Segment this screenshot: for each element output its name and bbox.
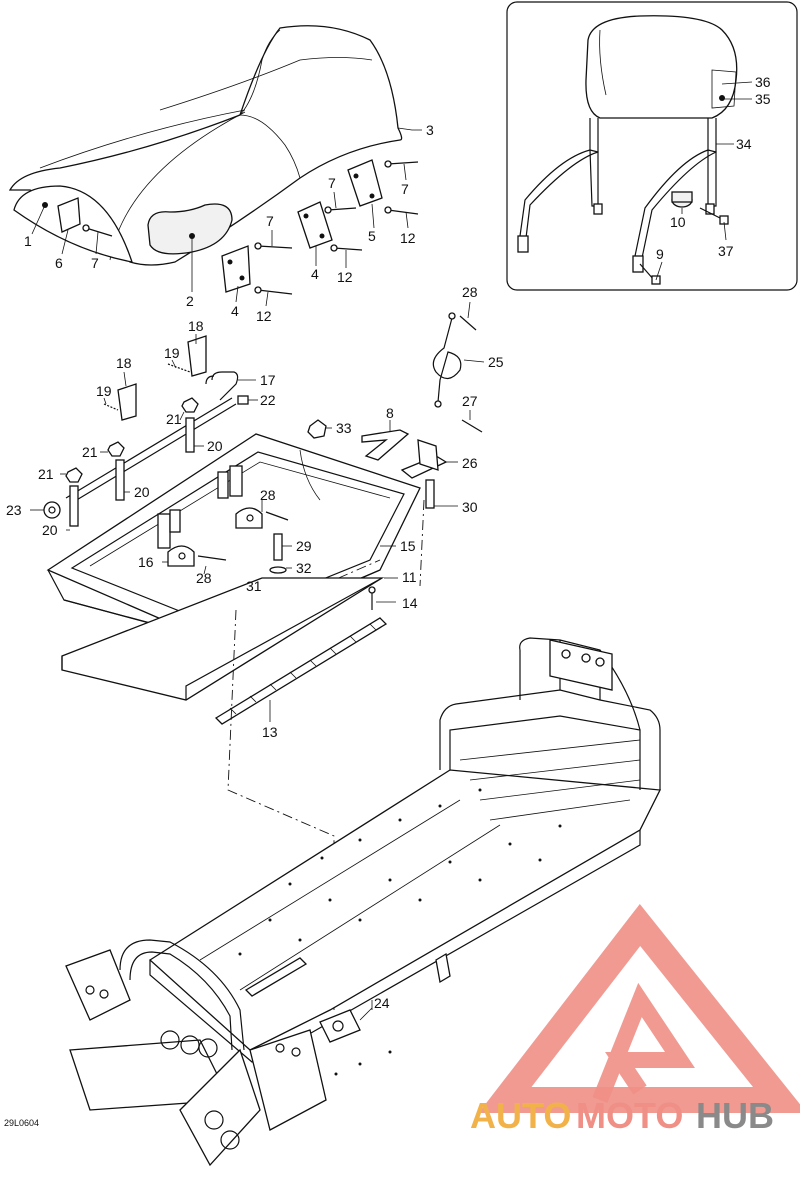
callout-21a: 21 — [166, 411, 182, 427]
l-bracket — [361, 429, 410, 461]
backrest-inset — [506, 1, 798, 291]
logo-part-hub: HUB — [696, 1095, 774, 1136]
callout-32: 32 — [296, 560, 312, 576]
seat-brackets — [57, 159, 383, 293]
callout-37: 37 — [718, 243, 734, 259]
callout-11: 11 — [402, 569, 417, 585]
callout-5: 5 — [368, 228, 376, 244]
callout-15: 15 — [400, 538, 416, 554]
callout-34: 34 — [736, 136, 752, 152]
backrest-frame — [519, 118, 599, 239]
callout-20a: 20 — [207, 438, 223, 454]
callout-21b: 21 — [82, 444, 98, 460]
callout-12b: 12 — [337, 269, 353, 285]
rear-rack — [439, 689, 661, 790]
latch-hardware — [30, 334, 258, 531]
callout-24: 24 — [374, 995, 390, 1011]
logo-part-auto: AUTO — [470, 1095, 571, 1136]
callout-12a: 12 — [256, 308, 272, 324]
callout-10: 10 — [670, 214, 686, 230]
tether-cord — [432, 301, 485, 433]
callout-2: 2 — [186, 293, 194, 309]
callout-7d: 7 — [401, 181, 409, 197]
callout-6: 6 — [55, 255, 63, 271]
callout-7c: 7 — [328, 175, 336, 191]
callout-7a: 7 — [91, 255, 99, 271]
logo-part-moto: MOTO — [576, 1095, 683, 1136]
chassis-frame — [65, 637, 662, 1167]
callout-22: 22 — [260, 392, 276, 408]
callout-16: 16 — [138, 554, 154, 570]
callout-9: 9 — [656, 246, 664, 262]
callout-35: 35 — [755, 91, 771, 107]
automotohub-logo: AUTO MOTO HUB — [470, 903, 800, 1136]
callout-26: 26 — [462, 455, 478, 471]
callout-14: 14 — [402, 595, 418, 611]
backrest-pad — [585, 15, 738, 119]
callout-1: 1 — [24, 233, 32, 249]
callout-30: 30 — [462, 499, 478, 515]
callout-33: 33 — [336, 420, 352, 436]
callout-17: 17 — [260, 372, 276, 388]
figure-code: 29L0604 — [4, 1118, 39, 1128]
callout-28c: 28 — [196, 570, 212, 586]
callout-13: 13 — [262, 724, 278, 740]
callout-25: 25 — [488, 354, 504, 370]
seat-leaders — [31, 127, 422, 307]
callout-29: 29 — [296, 538, 312, 554]
callout-12c: 12 — [400, 230, 416, 246]
callout-18b: 18 — [116, 355, 132, 371]
callout-8: 8 — [386, 405, 394, 421]
callout-4b: 4 — [311, 266, 319, 282]
callout-3: 3 — [426, 122, 434, 138]
callout-20c: 20 — [42, 522, 58, 538]
callout-23: 23 — [6, 502, 22, 518]
seat-screws — [82, 160, 419, 295]
callout-7b: 7 — [266, 213, 274, 229]
callout-18a: 18 — [188, 318, 204, 334]
callout-20b: 20 — [134, 484, 150, 500]
rivet-strip — [214, 617, 388, 725]
callout-19b: 19 — [96, 383, 112, 399]
callout-4a: 4 — [231, 303, 239, 319]
callout-36: 36 — [755, 74, 771, 90]
seat-grip-pad — [147, 203, 233, 255]
callout-labels: 1 2 3 4 4 5 6 7 7 7 7 12 12 12 36 35 34 … — [6, 74, 771, 1011]
callout-28a: 28 — [462, 284, 478, 300]
latch-rod — [205, 371, 239, 401]
callout-21c: 21 — [38, 466, 54, 482]
callout-28b: 28 — [260, 487, 276, 503]
callout-19a: 19 — [164, 345, 180, 361]
callout-31: 31 — [246, 578, 262, 594]
callout-27: 27 — [462, 393, 478, 409]
